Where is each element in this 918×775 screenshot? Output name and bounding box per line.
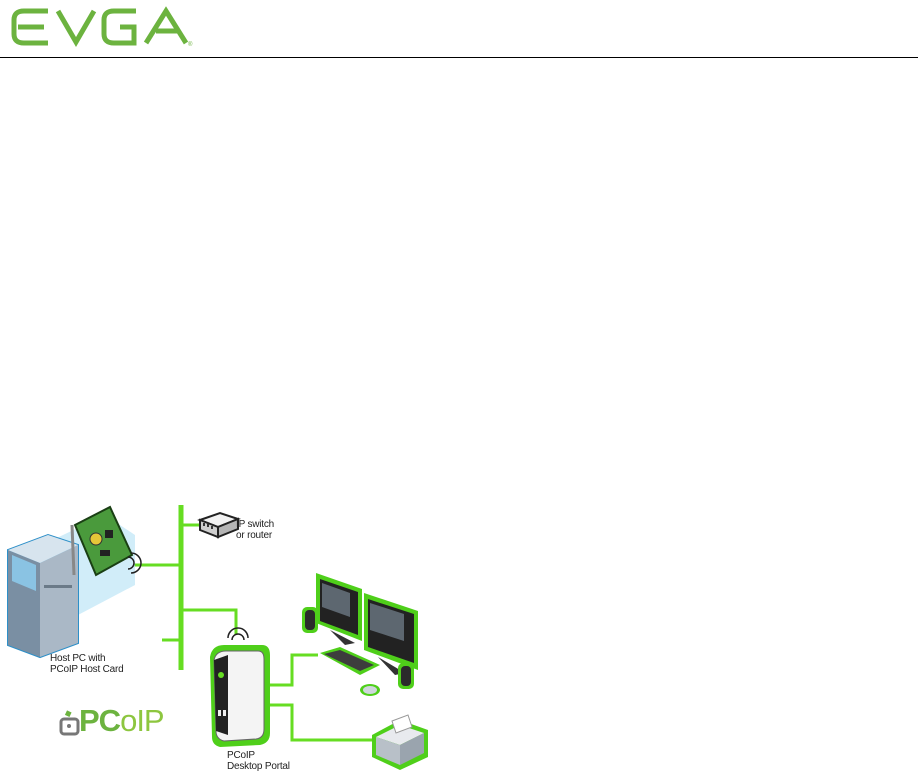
ip-switch-label-line2: or router — [236, 530, 272, 541]
pcoip-card-icon — [70, 505, 134, 577]
desktop-portal-icon — [210, 645, 270, 747]
speaker-icon — [302, 607, 318, 633]
mouse-icon — [360, 684, 380, 696]
pcoip-logo-part2: oIP — [120, 703, 165, 738]
evga-logo: ® — [11, 6, 193, 48]
speaker-icon — [398, 663, 414, 689]
wireless-signal-icon — [227, 627, 249, 641]
wireless-signal-icon — [127, 552, 142, 574]
desktop-portal-label-line2: Desktop Portal — [227, 761, 290, 772]
pcoip-logo: PCoIP — [79, 703, 165, 739]
header-divider — [0, 57, 918, 58]
ip-switch-label-line1: IP switch — [236, 519, 275, 530]
host-pc-label: Host PC with PCoIP Host Card — [50, 653, 124, 675]
ip-switch-label: IP switch or router — [236, 519, 274, 541]
desktop-portal-label-line1: PCoIP — [227, 750, 255, 761]
printer-icon — [372, 714, 428, 770]
ip-switch-icon — [197, 511, 241, 539]
pcoip-logo-part1: PC — [79, 703, 121, 738]
keyboard-icon — [320, 647, 380, 675]
monitor-icon — [316, 573, 362, 645]
host-pc-label-line2: PCoIP Host Card — [50, 664, 124, 675]
svg-text:®: ® — [188, 41, 193, 48]
desktop-portal-label: PCoIP Desktop Portal — [227, 750, 290, 772]
host-pc-label-line1: Host PC with — [50, 653, 106, 664]
pcoip-network-diagram — [7, 505, 428, 770]
pcoip-logo-icon — [59, 710, 80, 736]
